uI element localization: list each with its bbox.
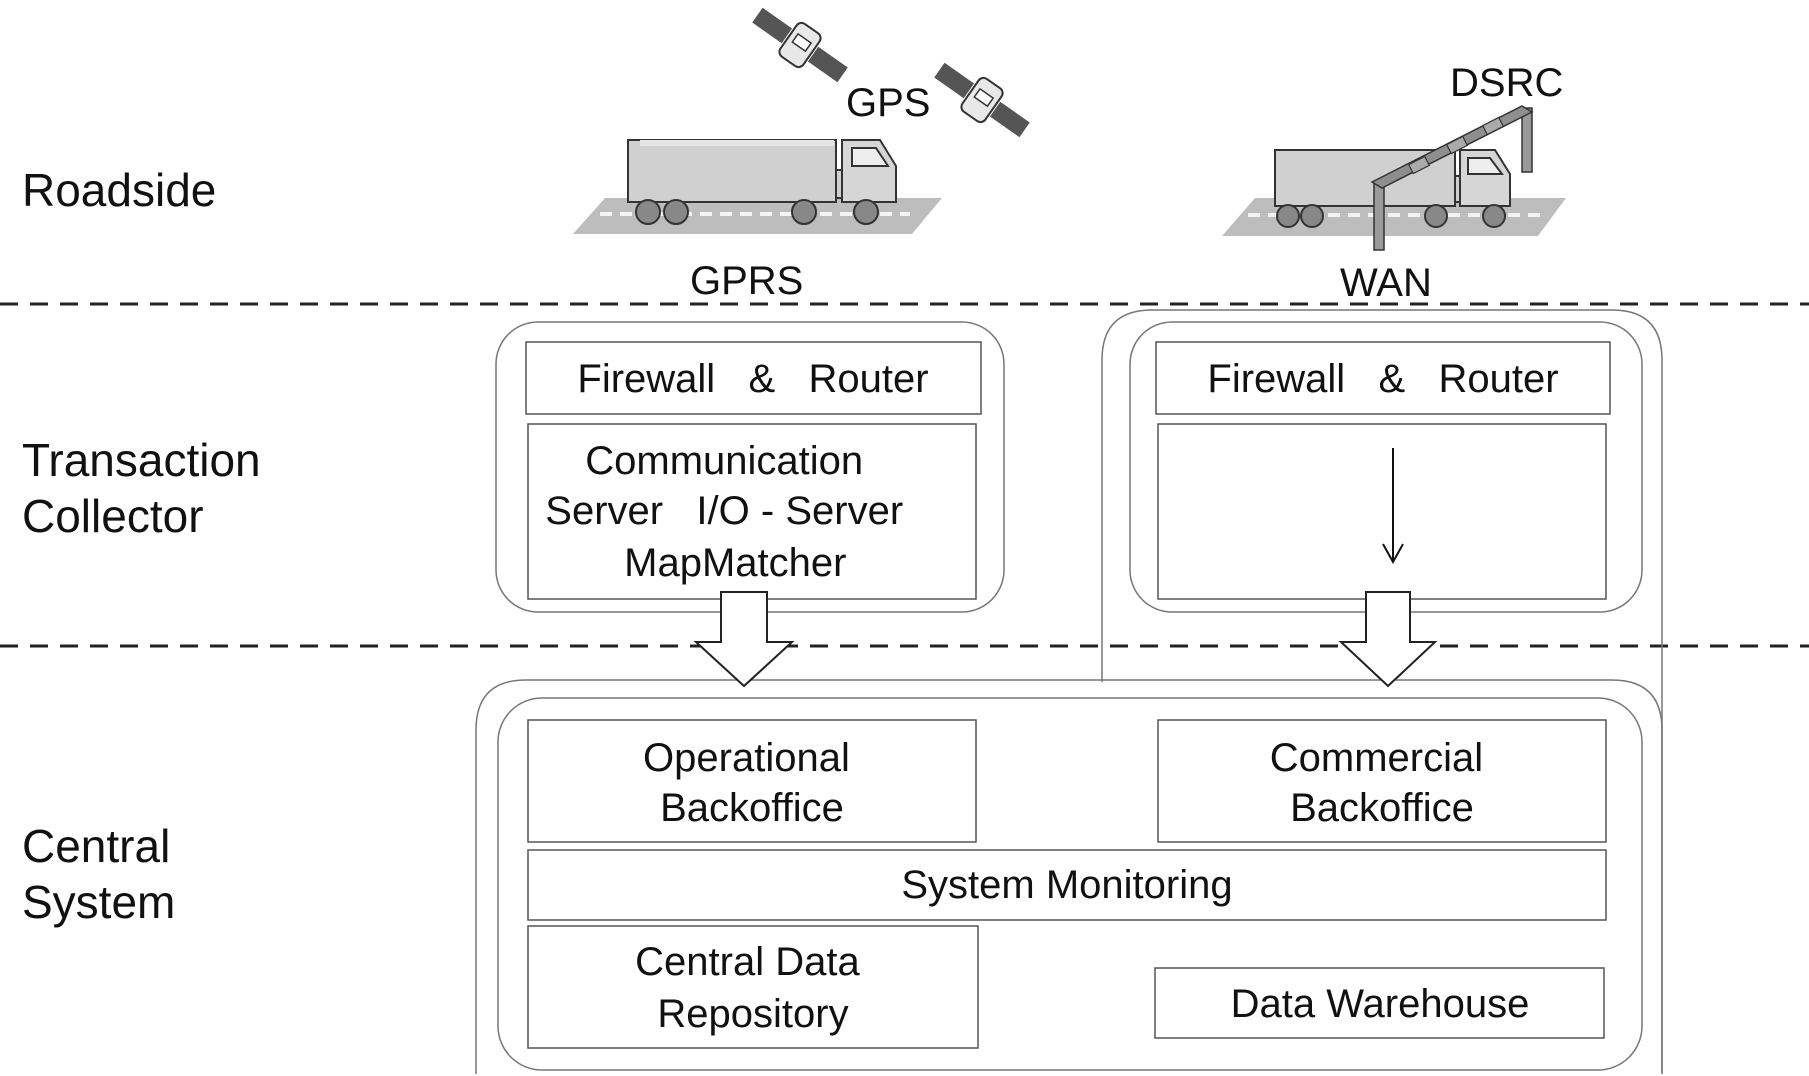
block-arrow-down-icon	[1338, 591, 1438, 688]
central-data-repository-label: Central Data Repository	[635, 940, 871, 1036]
data-warehouse-label: Data Warehouse	[1231, 982, 1530, 1026]
firewall-router-left-label: Firewall & Router	[577, 357, 928, 401]
central-system-group	[497, 697, 1643, 1071]
dsrc-passthrough-box	[1157, 423, 1607, 600]
firewall-router-left	[525, 341, 982, 415]
dsrc-gantry-icon	[1370, 105, 1534, 251]
dsrc-path-outer-frame	[1101, 309, 1663, 1072]
data-warehouse-box	[1154, 967, 1605, 1039]
central-data-repository-box	[527, 925, 979, 1049]
layer-label-roadside: Roadside	[22, 164, 216, 216]
system-monitoring-label: System Monitoring	[901, 863, 1232, 907]
communication-server-box	[527, 423, 977, 600]
communication-server-label: Communication Server I/O - Server MapMat…	[0, 0, 959, 585]
operational-backoffice-box	[527, 719, 977, 843]
truck-gprs-illustration	[573, 139, 942, 234]
truck-icon	[627, 139, 897, 225]
arrow-down-icon	[1382, 448, 1404, 565]
dsrc-label: DSRC	[1450, 61, 1563, 105]
block-arrow-down-icon	[693, 591, 795, 688]
gprs-label: GPRS	[690, 259, 803, 303]
satellite-icon	[934, 62, 1030, 138]
firewall-router-right-label: Firewall & Router	[1207, 357, 1558, 401]
firewall-router-right	[1155, 341, 1611, 415]
truck-dsrc-illustration	[1222, 105, 1566, 251]
central-system-outer-frame	[475, 679, 1663, 1074]
operational-backoffice-label: Operational Backoffice	[643, 736, 861, 830]
satellite-icon	[752, 7, 848, 83]
wan-label: WAN	[1340, 261, 1432, 305]
commercial-backoffice-label: Commercial Backoffice	[1270, 736, 1494, 830]
commercial-backoffice-box	[1157, 719, 1607, 843]
layer-label-transaction-collector: Transaction Collector	[22, 434, 273, 542]
system-monitoring-box	[527, 849, 1607, 921]
layer-label-central-system: Central System	[22, 820, 183, 928]
gps-label: GPS	[846, 81, 930, 125]
